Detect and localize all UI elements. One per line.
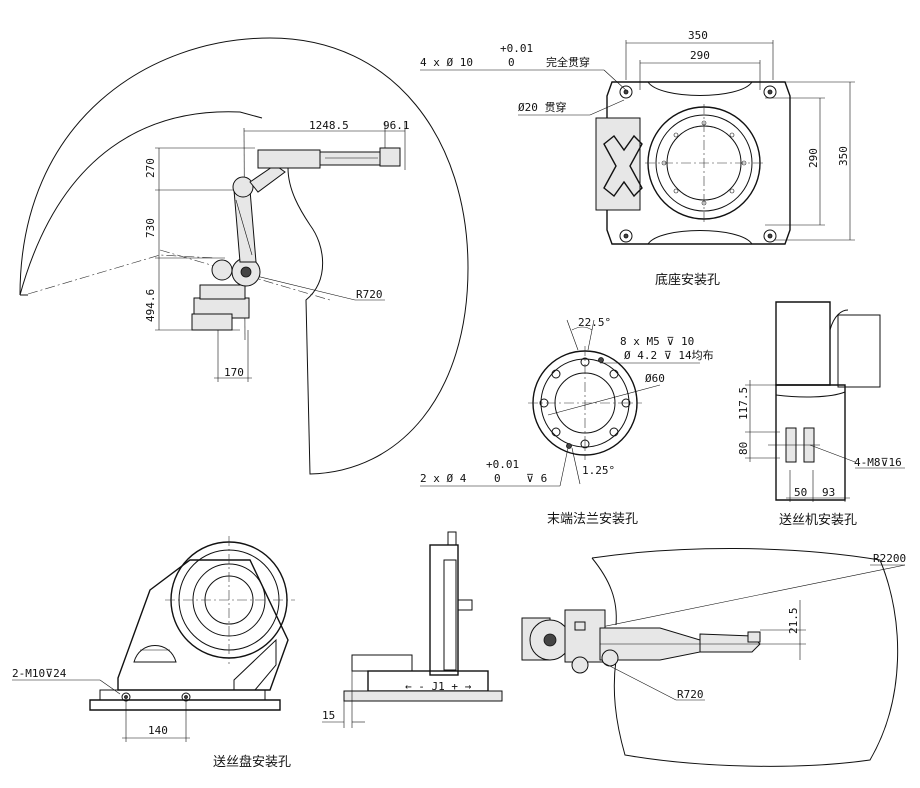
- flange-tol-lower: 0: [494, 472, 501, 485]
- dim-base-hole-height: 290: [807, 148, 820, 168]
- robot-arm-top: [521, 600, 806, 674]
- feeder-dim-w1: 50: [794, 486, 807, 499]
- flange-tol-upper: +0.01: [486, 458, 519, 471]
- dim-base-outer-width: 350: [688, 29, 708, 42]
- robot-top-view: R2200 21.5 R720: [521, 548, 906, 767]
- dim-base-outer-height: 350: [837, 146, 850, 166]
- feeder-dim-h1: 117.5: [737, 387, 750, 420]
- flange-pcd: Ø60: [645, 372, 665, 385]
- spool-dim-w2: 15: [322, 709, 335, 722]
- robot-arm-side: [191, 147, 401, 331]
- flange-holes: [539, 357, 631, 449]
- feeder-dim-h2: 80: [737, 442, 750, 455]
- flange-caption: 末端法兰安装孔: [547, 512, 638, 527]
- flange-depth-note: ⊽ 6: [526, 472, 547, 485]
- envelope-inner-dash: [27, 254, 216, 295]
- flange-view: 22.5° 8 x M5 ⊽ 10 Ø 4.2 ⊽ 14均布 Ø60 +0.01…: [420, 316, 714, 527]
- base-through-note: 完全贯穿: [546, 55, 590, 69]
- dim-radius: R720: [356, 288, 383, 301]
- robot-side-view: 1248.5 96.1 270 730 494.6 170 R720: [19, 37, 469, 475]
- top-envelope-outer: [591, 548, 899, 767]
- base-caption: 底座安装孔: [655, 272, 720, 288]
- envelope-inner-dash-2: [159, 249, 331, 301]
- dim-base-hole-width: 290: [690, 49, 710, 62]
- spool-dim-w: 140: [148, 724, 168, 737]
- work-envelope-outer: [19, 37, 469, 475]
- work-envelope-inner: [19, 111, 263, 296]
- flange-d42-note: Ø 4.2 ⊽ 14均布: [624, 349, 714, 362]
- top-offset: 21.5: [787, 608, 800, 635]
- flange-m5-note: 8 x M5 ⊽ 10: [620, 335, 694, 348]
- flange-angle: 22.5°: [578, 316, 611, 329]
- dim-h2: 730: [144, 218, 157, 238]
- spool-side-view: ← - J1 + → 15: [322, 531, 503, 728]
- top-radius-inner: R720: [677, 688, 704, 701]
- flange-pin-note: 2 x Ø 4: [420, 472, 467, 485]
- base-bolt-holes: [619, 85, 777, 243]
- spool-axis-label: ← - J1 + →: [405, 680, 472, 693]
- spool-note: 2-M10⊽24: [12, 667, 67, 680]
- dim-h1: 270: [144, 158, 157, 178]
- base-tol-upper: +0.01: [500, 42, 533, 55]
- feeder-dim-w2: 93: [822, 486, 835, 499]
- flange-angle2: 1.25°: [582, 464, 615, 477]
- top-radius-outer: R2200: [873, 552, 906, 565]
- dim-base-width: 170: [224, 366, 244, 379]
- feeder-caption: 送丝机安装孔: [779, 513, 857, 528]
- spool-caption: 送丝盘安装孔: [213, 754, 291, 770]
- dim-reach: 1248.5: [309, 119, 349, 132]
- dim-flange: 96.1: [383, 119, 410, 132]
- dim-h3: 494.6: [144, 289, 157, 322]
- base-hole20-note: Ø20 贯穿: [518, 100, 567, 114]
- base-tol-lower: 0: [508, 56, 515, 69]
- base-holes-note: 4 x Ø 10: [420, 56, 473, 69]
- top-envelope-inner: [591, 557, 617, 626]
- spool-view: 2-M10⊽24 140 送丝盘安装孔: [12, 536, 295, 770]
- feeder-note: 4-M8⊽16: [854, 456, 902, 469]
- base-mounting-view: 350 290 350 290 +0.01 4 x Ø 10 0 完全贯穿 Ø2…: [420, 29, 855, 288]
- feeder-view: 117.5 80 4-M8⊽16 50 93 送丝机安装孔: [737, 301, 905, 528]
